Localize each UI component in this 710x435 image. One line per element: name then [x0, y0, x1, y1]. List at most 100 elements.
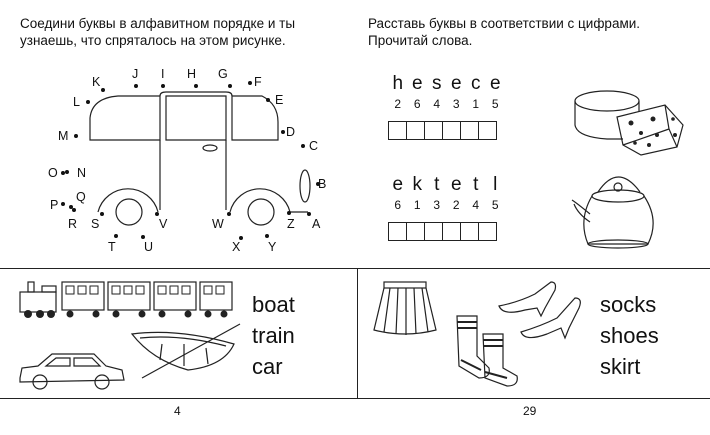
answer-boxes-1[interactable]: [388, 121, 505, 140]
dot-label: F: [254, 75, 262, 89]
wheel-front: [115, 198, 143, 226]
dot-label: G: [218, 67, 228, 81]
answer-box[interactable]: [406, 222, 425, 241]
word-car: car: [252, 354, 283, 379]
answer-box[interactable]: [460, 121, 479, 140]
socks-illustration: [456, 315, 518, 387]
dot-label: O: [48, 166, 58, 180]
dot-label: T: [108, 240, 116, 254]
puzzle-letter: e: [392, 174, 404, 195]
puzzle-digit: 4: [433, 97, 441, 111]
dot-label: J: [132, 67, 138, 81]
answer-box[interactable]: [424, 222, 443, 241]
car-window-middle: [165, 95, 227, 141]
dot-label: L: [73, 95, 80, 109]
dot-label: X: [232, 240, 241, 254]
dot-labels: A B C D E F G H I J K L M N O P Q R S T …: [48, 67, 326, 254]
left-instructions-line2: узнаешь, что спряталось на этом рисунке.: [20, 33, 286, 48]
answer-box[interactable]: [478, 121, 497, 140]
wheel-rear: [247, 198, 275, 226]
car-window-right: [231, 95, 279, 141]
left-instructions: Соедини буквы в алфавитном порядке и ты …: [20, 15, 350, 49]
puzzle-digit: 2: [394, 97, 402, 111]
cheese-illustration: [574, 90, 684, 156]
bottom-divider: [0, 398, 710, 399]
dot-label: S: [91, 217, 99, 231]
dot-label: E: [275, 93, 283, 107]
puzzle-letter: l: [493, 174, 498, 195]
puzzle-digit: 6: [394, 198, 402, 212]
puzzle-digit: 5: [491, 198, 499, 212]
dot-label: C: [309, 139, 318, 153]
dot-label: U: [144, 240, 153, 254]
puzzle-digit: 1: [472, 97, 480, 111]
dot-label: P: [50, 198, 58, 212]
word-skirt: skirt: [600, 354, 641, 379]
answer-box[interactable]: [406, 121, 425, 140]
answer-box[interactable]: [388, 222, 407, 241]
dot-to-dot-car: A B C D E F G H I J K L M N O P Q R S T …: [48, 67, 326, 254]
boat-illustration: [130, 323, 241, 379]
dot-label: W: [212, 217, 224, 231]
right-instructions: Расставь буквы в соответствии с цифрами.…: [368, 15, 693, 49]
dot-label: Z: [287, 217, 295, 231]
dot-label: Y: [268, 240, 277, 254]
puzzle-letter: e: [411, 73, 423, 94]
dot-label: D: [286, 125, 295, 139]
car-window-left: [89, 95, 161, 141]
shoes-illustration: [498, 281, 581, 340]
puzzle-digit: 3: [433, 198, 441, 212]
word-socks: socks: [600, 292, 657, 317]
car-illustration: [19, 353, 125, 390]
puzzle-letter: t: [473, 174, 479, 195]
dot-label: Q: [76, 190, 86, 204]
dot-label: I: [161, 67, 164, 81]
dot-label: N: [77, 166, 86, 180]
page-number-right: 29: [523, 404, 537, 418]
puzzle-letter: c: [471, 73, 481, 94]
answer-box[interactable]: [442, 121, 461, 140]
puzzle-digit: 5: [491, 97, 499, 111]
dot-label: K: [92, 75, 101, 89]
dot-label: R: [68, 217, 77, 231]
dot-label: H: [187, 67, 196, 81]
puzzle-letter: e: [450, 73, 462, 94]
answer-box[interactable]: [424, 121, 443, 140]
answer-box[interactable]: [442, 222, 461, 241]
answer-box[interactable]: [388, 121, 407, 140]
puzzle-letter: e: [489, 73, 501, 94]
car-headlight: [299, 169, 311, 203]
puzzle-letter: s: [432, 73, 442, 94]
puzzle-letter: e: [450, 174, 462, 195]
vertical-divider: [357, 268, 358, 398]
puzzle-letter: t: [434, 174, 440, 195]
answer-boxes-2[interactable]: [388, 222, 505, 241]
puzzle-letter: k: [412, 174, 423, 195]
word-boat: boat: [252, 292, 295, 317]
right-instructions-line1: Расставь буквы в соответствии с цифрами.: [368, 16, 641, 31]
dot-label: A: [312, 217, 321, 231]
dot-label: M: [58, 129, 68, 143]
wheel-arch-rear: [229, 188, 291, 213]
kettle-illustration: [571, 176, 654, 249]
puzzle-digit: 3: [452, 97, 460, 111]
puzzle-digit: 4: [472, 198, 480, 212]
left-instructions-line1: Соедини буквы в алфавитном порядке и ты: [20, 16, 296, 31]
dot-label: B: [318, 177, 326, 191]
answer-box[interactable]: [460, 222, 479, 241]
answer-box[interactable]: [478, 222, 497, 241]
dot-label: V: [159, 217, 168, 231]
puzzle-digit: 2: [452, 198, 460, 212]
puzzle-digit: 1: [413, 198, 421, 212]
word-shoes: shoes: [600, 323, 659, 348]
wheel-arch-front: [97, 188, 159, 213]
skirt-illustration: [373, 281, 437, 335]
train-illustration: [19, 281, 233, 318]
puzzle-digit: 6: [413, 97, 421, 111]
word-train: train: [252, 323, 295, 348]
